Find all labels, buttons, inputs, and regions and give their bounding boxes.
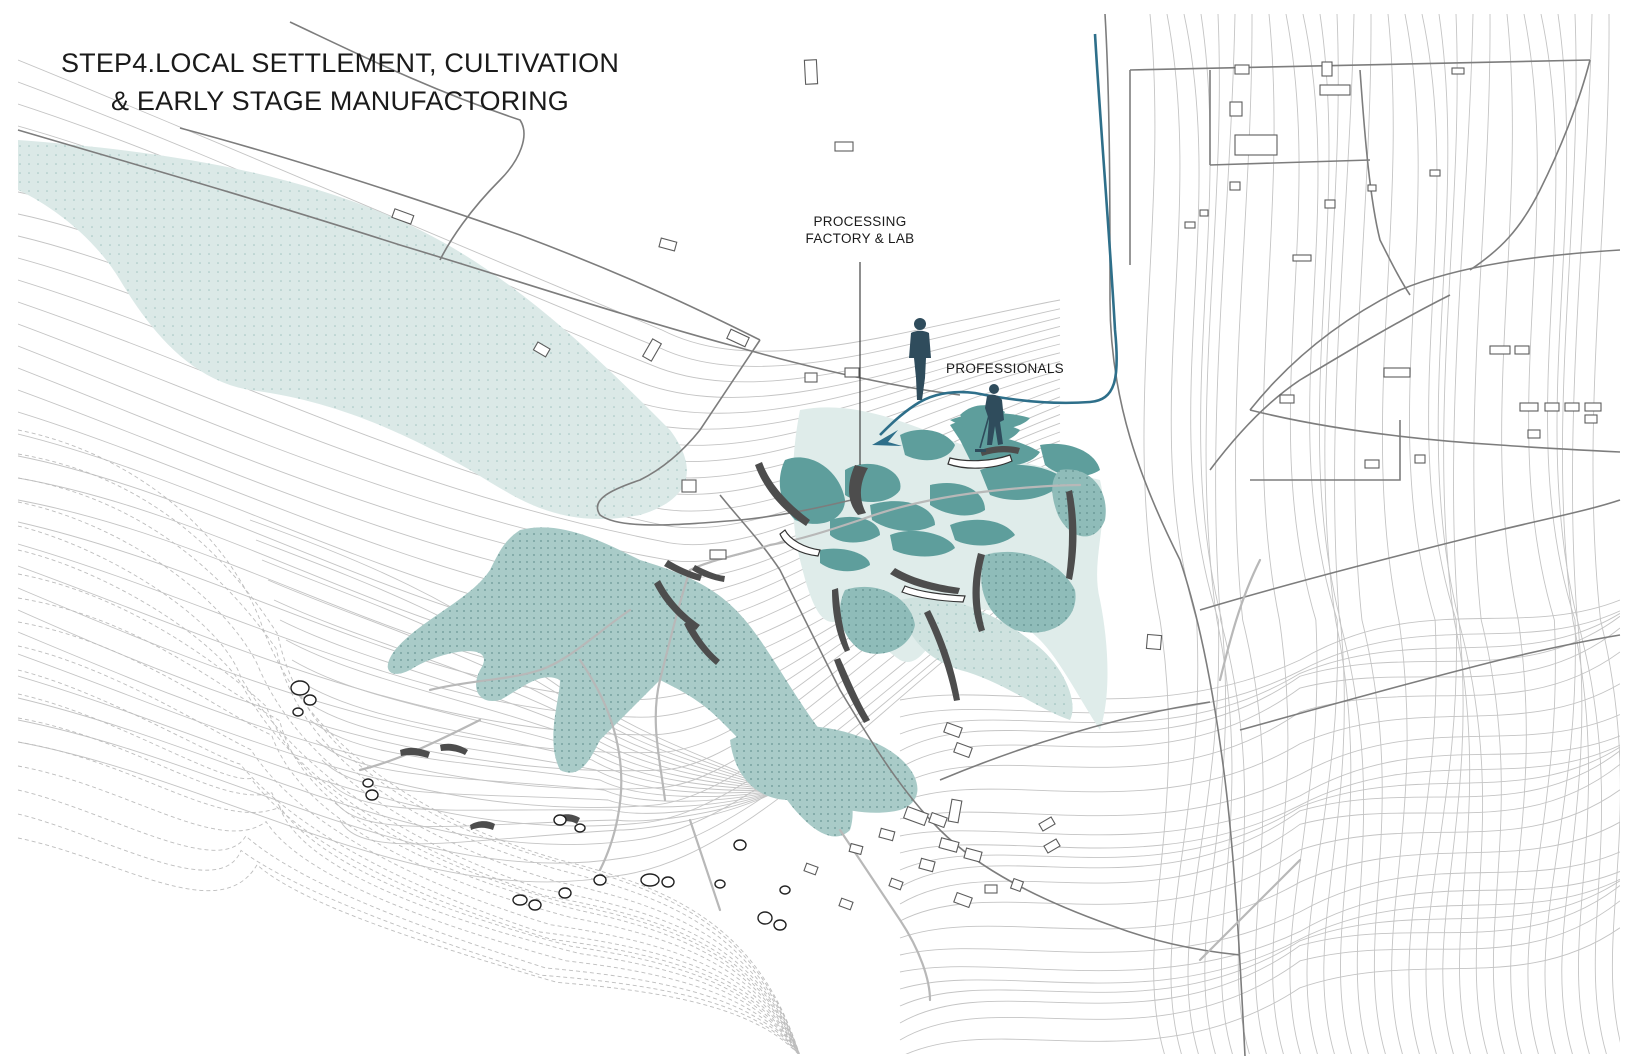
contour-line [899,789,1620,922]
contour-line [1235,14,1267,1054]
contour-line [18,597,800,1054]
contour-line [899,885,1620,1024]
coastal-rocks [290,680,791,931]
contour-line [18,549,800,1054]
contour-line [1324,14,1352,1054]
contour-line [1318,14,1345,1054]
contour-line [1143,14,1170,1054]
contour-line [899,610,1620,718]
contour-line [18,765,800,1054]
diagram-title: STEP4.LOCAL SETTLEMENT, CULTIVATION & EA… [60,44,620,120]
contour-line [1592,14,1620,1043]
road-network [17,13,1621,1056]
contour-line [18,645,800,1054]
contour-line [18,554,1061,845]
contour-line [309,719,781,798]
contour-line [1540,14,1576,1054]
contour-line [333,789,781,827]
water-route [879,33,1119,436]
contour-line [1501,14,1527,1054]
contour-line [899,746,1620,871]
contour-line [18,525,800,1054]
factory-label-line-2: FACTORY & LAB [805,231,915,246]
contour-line [899,714,1620,820]
contour-line [18,621,800,1054]
contour-line [18,837,799,1054]
contour-line [899,744,1620,854]
contour-line [899,615,1620,752]
contour-line [1215,14,1250,1054]
contour-line [18,789,799,1054]
dashed-contour-lines [18,429,800,1054]
factory-label-line-1: PROCESSING [813,214,907,229]
title-line-2: & EARLY STAGE MANUFACTORING [111,86,569,116]
contour-line [18,573,800,1054]
contour-line [899,613,1620,735]
contour-line [899,627,1620,769]
contour-line [315,739,781,802]
contour-line [1453,14,1488,1054]
contour-line [1205,14,1233,1054]
contour-line [1381,14,1408,1054]
retaining-walls [400,445,1077,830]
contour-line [18,693,800,1054]
contour-line [899,651,1620,786]
contour-line [899,851,1620,956]
buildings [391,59,1602,911]
standing-person-icon [909,318,931,400]
processing-factory-label: PROCESSING FACTORY & LAB [795,213,925,247]
contour-line [899,880,1620,1007]
contour-line [18,429,800,1054]
contour-line [1262,14,1289,1054]
contour-line [303,699,781,794]
contour-line [18,572,1061,883]
contour-line [1334,14,1369,1054]
contour-line [1200,14,1227,1054]
golfer-person-icon [975,384,1004,452]
contour-line [1561,14,1590,1054]
streams [358,483,1302,1002]
water-route-arrow-icon [872,430,902,446]
contour-line [1354,14,1386,1054]
contour-line [1166,14,1199,1054]
contour-line [1285,14,1318,1054]
contour-line [1183,14,1220,1054]
contour-line [18,563,1061,864]
contour-line [18,717,800,1054]
vegetation-zones [18,140,1108,837]
contour-line [327,779,781,814]
contour-line [255,539,781,791]
contour-line [1302,14,1339,1054]
contour-line [1556,14,1583,1054]
title-line-1: STEP4.LOCAL SETTLEMENT, CULTIVATION [60,48,620,78]
contour-line [899,821,1620,939]
contour-line [899,735,1620,837]
contour-line [1572,14,1607,1054]
contour-line [899,763,1620,905]
contour-line [899,599,1620,701]
contour-line [18,741,800,1054]
contour-line [18,501,800,1054]
professionals-label: PROFESSIONALS [946,361,1064,376]
contour-line [1421,14,1457,1054]
contour-line [18,813,799,1054]
contour-line [899,871,1620,973]
contour-line [899,683,1620,803]
contour-line [18,81,1061,367]
contour-line [18,669,800,1054]
contour-line [899,900,1620,1041]
contour-line [899,878,1620,990]
contour-line [1473,14,1505,1054]
contour-line [899,750,1620,888]
contour-line [1437,14,1464,1054]
contour-line [18,453,800,1054]
contour-line [1404,14,1437,1054]
contour-line [905,927,1620,1054]
